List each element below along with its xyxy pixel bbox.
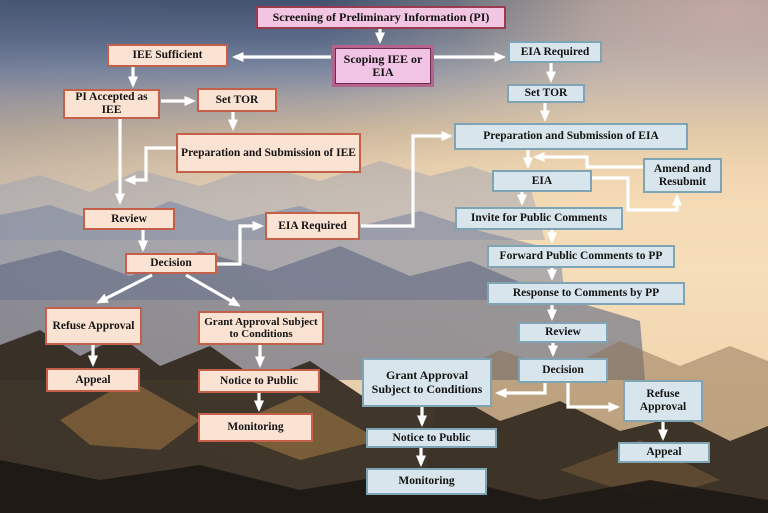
node-label: Review	[111, 212, 147, 225]
node-eia: EIA	[492, 170, 592, 192]
node-label: Scoping IEE or EIA	[343, 51, 423, 79]
node-decision-right: Decision	[518, 358, 608, 383]
node-grant-approval-right: Grant Approval Subject to Conditions	[362, 358, 492, 407]
node-eia-required-top: EIA Required	[508, 41, 602, 63]
node-screening: Screening of Preliminary Information (PI…	[256, 6, 506, 29]
node-review-left: Review	[83, 208, 175, 230]
node-preparation-submission-eia: Preparation and Submission of EIA	[454, 123, 688, 150]
node-label: Grant Approval Subject to Conditions	[204, 315, 318, 340]
node-label: Set TOR	[524, 87, 568, 100]
node-label: Forward Public Comments to PP	[499, 250, 663, 263]
node-invite-public-comments: Invite for Public Comments	[455, 207, 623, 230]
node-label: Monitoring	[398, 475, 455, 488]
node-monitoring-right: Monitoring	[366, 468, 487, 495]
node-label: Notice to Public	[220, 374, 298, 387]
node-label: EIA Required	[278, 219, 347, 232]
node-decision-left: Decision	[125, 253, 217, 274]
node-label: Screening of Preliminary Information (PI…	[272, 9, 490, 24]
node-grant-approval-left: Grant Approval Subject to Conditions	[198, 311, 324, 345]
node-refuse-approval-right: Refuse Approval	[623, 380, 703, 422]
node-set-tor-left: Set TOR	[197, 88, 277, 112]
node-scoping: Scoping IEE or EIA	[332, 45, 434, 87]
node-notice-to-public-right: Notice to Public	[366, 428, 497, 448]
node-notice-to-public-left: Notice to Public	[198, 369, 320, 393]
node-label: Refuse Approval	[639, 388, 687, 413]
node-set-tor-right: Set TOR	[507, 84, 585, 103]
node-label: EIA Required	[520, 45, 590, 58]
node-forward-public-comments: Forward Public Comments to PP	[487, 245, 675, 268]
node-label: Amend and Resubmit	[653, 162, 712, 188]
node-label: Response to Comments by PP	[512, 287, 660, 300]
node-monitoring-left: Monitoring	[198, 413, 313, 442]
node-label: Preparation and Submission of EIA	[483, 130, 659, 143]
node-label: Appeal	[75, 373, 111, 386]
node-refuse-approval-left: Refuse Approval	[45, 307, 142, 345]
node-appeal-right: Appeal	[618, 442, 710, 463]
node-preparation-submission-iee: Preparation and Submission of IEE	[176, 133, 361, 173]
node-pi-accepted-as-iee: PI Accepted as IEE	[63, 89, 160, 119]
node-amend-and-resubmit: Amend and Resubmit	[643, 158, 722, 193]
node-label: Grant Approval Subject to Conditions	[371, 368, 483, 396]
node-eia-required-mid: EIA Required	[265, 212, 360, 240]
node-label: Notice to Public	[392, 431, 471, 444]
node-iee-sufficient: IEE Sufficient	[107, 44, 228, 67]
node-label: Set TOR	[215, 93, 259, 106]
node-label: Review	[545, 326, 581, 339]
node-label: Refuse Approval	[52, 319, 135, 332]
node-label: EIA	[531, 174, 553, 187]
node-review-right: Review	[518, 322, 608, 343]
node-label: PI Accepted as IEE	[75, 91, 148, 116]
node-response-to-comments: Response to Comments by PP	[487, 282, 685, 305]
node-label: Decision	[150, 257, 192, 270]
node-label: Appeal	[646, 446, 682, 459]
node-label: Invite for Public Comments	[470, 212, 608, 225]
node-label: Preparation and Submission of IEE	[181, 146, 356, 159]
node-label: IEE Sufficient	[132, 49, 203, 62]
node-label: Decision	[542, 364, 584, 377]
node-label: Monitoring	[227, 421, 284, 434]
node-appeal-left: Appeal	[46, 368, 140, 392]
